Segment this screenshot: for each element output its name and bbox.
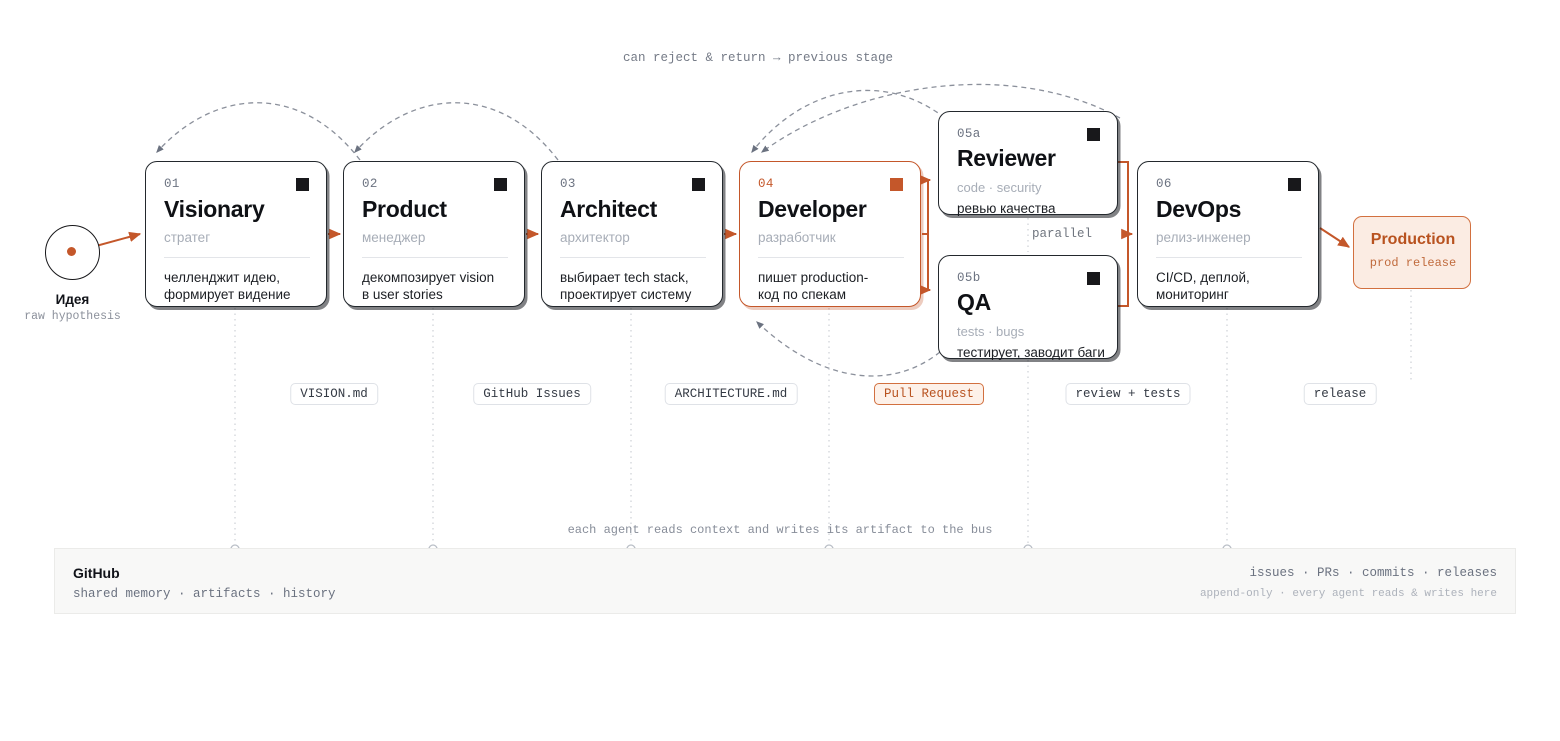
- desc-line-1: выбирает tech stack,: [560, 270, 689, 285]
- agent-chip-icon: [692, 178, 705, 191]
- stage-description: выбирает tech stack, проектирует систему: [560, 269, 691, 303]
- stage-title: DevOps: [1156, 196, 1242, 222]
- agent-chip-icon: [890, 178, 903, 191]
- desc-line-2: мониторинг: [1156, 287, 1229, 302]
- stage-card-devops[interactable]: 06 DevOps релиз-инженер CI/CD, деплой, м…: [1137, 161, 1319, 307]
- stage-title: Reviewer: [957, 145, 1056, 171]
- stage-description: декомпозирует vision в user stories: [362, 269, 494, 303]
- stage-title: Visionary: [164, 196, 265, 222]
- desc-line-2: код по спекам: [758, 287, 847, 302]
- idea-label: Идея: [55, 292, 90, 307]
- bus-note: each agent reads context and writes its …: [567, 523, 993, 537]
- production-title: Production: [1370, 231, 1456, 248]
- card-divider: [560, 257, 706, 258]
- card-divider: [758, 257, 904, 258]
- stage-number: 05b: [957, 271, 981, 285]
- stage-subtitle: релиз-инженер: [1156, 230, 1251, 245]
- stage-card-visionary[interactable]: 01 Visionary стратег челленджит идею, фо…: [145, 161, 327, 307]
- desc-line-1: челленджит идею,: [164, 270, 280, 285]
- parallel-label: parallel: [1032, 227, 1093, 241]
- stage-title: QA: [957, 289, 991, 315]
- production-node[interactable]: Production prod release: [1353, 216, 1471, 289]
- devops-to-production: [1319, 227, 1351, 248]
- stage-number: 06: [1156, 177, 1172, 191]
- stage-card-architect[interactable]: 03 Architect архитектор выбирает tech st…: [541, 161, 723, 307]
- artifact-badge-release[interactable]: release: [1303, 383, 1377, 405]
- production-subtitle: prod release: [1369, 256, 1457, 270]
- agent-chip-icon: [494, 178, 507, 191]
- stage-number: 02: [362, 177, 378, 191]
- desc-line-2: в user stories: [362, 287, 443, 302]
- fork-to-parallel: [919, 174, 932, 296]
- artifact-badge-issues[interactable]: GitHub Issues: [473, 383, 591, 405]
- shared-bus-bar[interactable]: GitHub shared memory · artifacts · histo…: [54, 548, 1516, 614]
- agent-chip-icon: [1087, 272, 1100, 285]
- card-divider: [362, 257, 508, 258]
- artifact-badge-vision[interactable]: VISION.md: [290, 383, 378, 405]
- desc-line-1: декомпозирует vision: [362, 270, 495, 285]
- stage-description: челленджит идею, формирует видение: [164, 269, 291, 303]
- stage-card-developer[interactable]: 04 Developer разработчик пишет productio…: [739, 161, 921, 307]
- stage-subtitle: code · security: [957, 180, 1042, 195]
- stage-description: тестирует, заводит баги: [957, 345, 1105, 360]
- stage-number: 05a: [957, 127, 981, 141]
- stage-description: CI/CD, деплой, мониторинг: [1156, 269, 1250, 303]
- stage-subtitle: разработчик: [758, 230, 836, 245]
- stage-number: 01: [164, 177, 180, 191]
- stage-subtitle: архитектор: [560, 230, 630, 245]
- stage-card-qa[interactable]: 05b QA tests · bugs тестирует, заводит б…: [938, 255, 1118, 360]
- bus-policy-note: append-only · every agent reads & writes…: [1199, 588, 1497, 600]
- card-divider: [1156, 257, 1302, 258]
- desc-line-1: CI/CD, деплой,: [1156, 270, 1250, 285]
- idea-subtitle: raw hypothesis: [24, 310, 121, 323]
- bus-artifact-types: issues · PRs · commits · releases: [1249, 566, 1497, 580]
- stage-card-product[interactable]: 02 Product менеджер декомпозирует vision…: [343, 161, 525, 307]
- artifact-badge-review-tests[interactable]: review + tests: [1065, 383, 1191, 405]
- stage-subtitle: tests · bugs: [957, 324, 1025, 339]
- agent-chip-icon: [296, 178, 309, 191]
- artifact-badge-architecture[interactable]: ARCHITECTURE.md: [664, 383, 798, 405]
- agent-chip-icon: [1288, 178, 1301, 191]
- stage-title: Product: [362, 196, 447, 222]
- stage-number: 03: [560, 177, 576, 191]
- stage-description: ревью качества: [957, 201, 1056, 216]
- stage-subtitle: менеджер: [362, 230, 426, 245]
- stage-card-reviewer[interactable]: 05a Reviewer code · security ревью качес…: [938, 111, 1118, 216]
- stage-description: пишет production- код по спекам: [758, 269, 868, 303]
- reject-note: can reject & return → previous stage: [622, 51, 894, 65]
- stage-number: 04: [758, 177, 774, 191]
- agent-chip-icon: [1087, 128, 1100, 141]
- stage-title: Developer: [758, 196, 867, 222]
- stage-subtitle: стратег: [164, 230, 211, 245]
- card-divider: [164, 257, 310, 258]
- idea-dot: [67, 247, 76, 256]
- desc-line-2: формирует видение: [164, 287, 291, 302]
- desc-line-2: проектирует систему: [560, 287, 692, 302]
- bus-title: GitHub: [73, 565, 120, 581]
- desc-line-1: пишет production-: [758, 270, 869, 285]
- merge-to-devops: [1118, 161, 1134, 307]
- artifact-badge-pull-request[interactable]: Pull Request: [873, 383, 985, 405]
- stage-title: Architect: [560, 196, 657, 222]
- bus-subtitle: shared memory · artifacts · history: [73, 587, 336, 601]
